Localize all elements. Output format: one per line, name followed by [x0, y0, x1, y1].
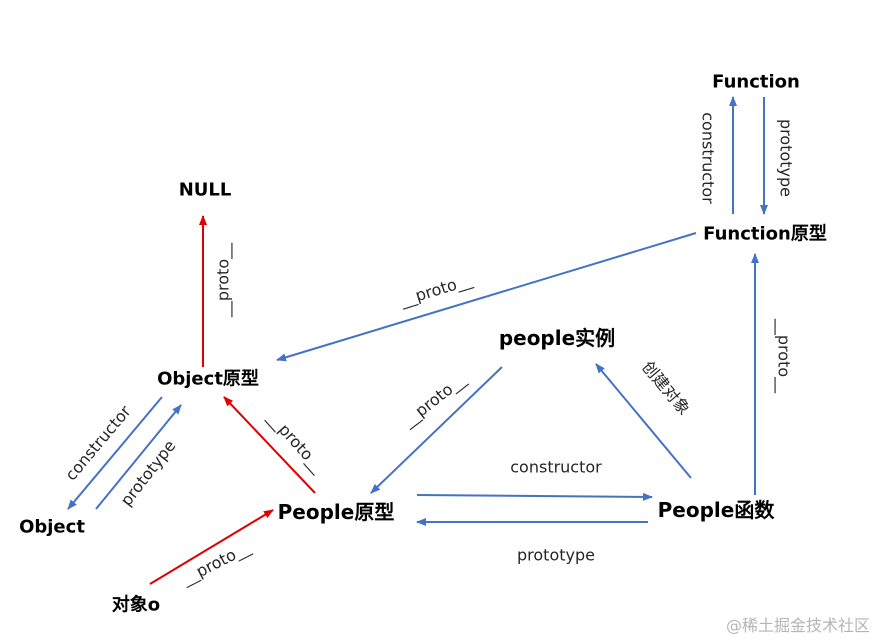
arrow-object-constructor [67, 396, 163, 510]
arrow-people-constructor [416, 492, 653, 501]
label-peoplefunc-to-funcproto: __proto__ [774, 318, 794, 394]
label-objproto-to-null: __proto__ [214, 242, 234, 318]
node-people-function: People函数 [658, 498, 776, 522]
node-people-prototype: People原型 [278, 500, 395, 524]
node-object-prototype: Object原型 [157, 368, 259, 390]
arrow-create-object [595, 363, 692, 479]
arrow-peopleproto-to-objproto [223, 396, 316, 494]
arrow-instance-to-peopleproto [370, 366, 503, 494]
arrow-funcproto-to-objproto [276, 232, 697, 362]
node-function-prototype: Function原型 [703, 223, 827, 245]
label-funcproto-to-objproto: __proto__ [397, 270, 476, 311]
node-object: Object [19, 517, 85, 538]
watermark: @稀土掘金技术社区 [725, 616, 870, 635]
label-create-object: 创建对象 [638, 357, 694, 418]
node-function: Function [712, 72, 800, 93]
label-people-prototype: prototype [517, 546, 595, 565]
node-object-o: 对象o [112, 594, 160, 616]
node-people-instance: people实例 [499, 326, 615, 350]
label-instance-to-peopleproto: __proto__ [398, 369, 470, 432]
arrow-object-prototype [95, 404, 182, 510]
node-null: NULL [179, 180, 232, 201]
label-function-prototype: prototype [777, 119, 796, 197]
arrow-o-to-peopleproto [149, 509, 274, 585]
label-people-constructor: constructor [510, 458, 602, 477]
label-function-constructor: constructor [699, 112, 718, 204]
label-peopleproto-to-objproto: __proto__ [263, 407, 329, 477]
